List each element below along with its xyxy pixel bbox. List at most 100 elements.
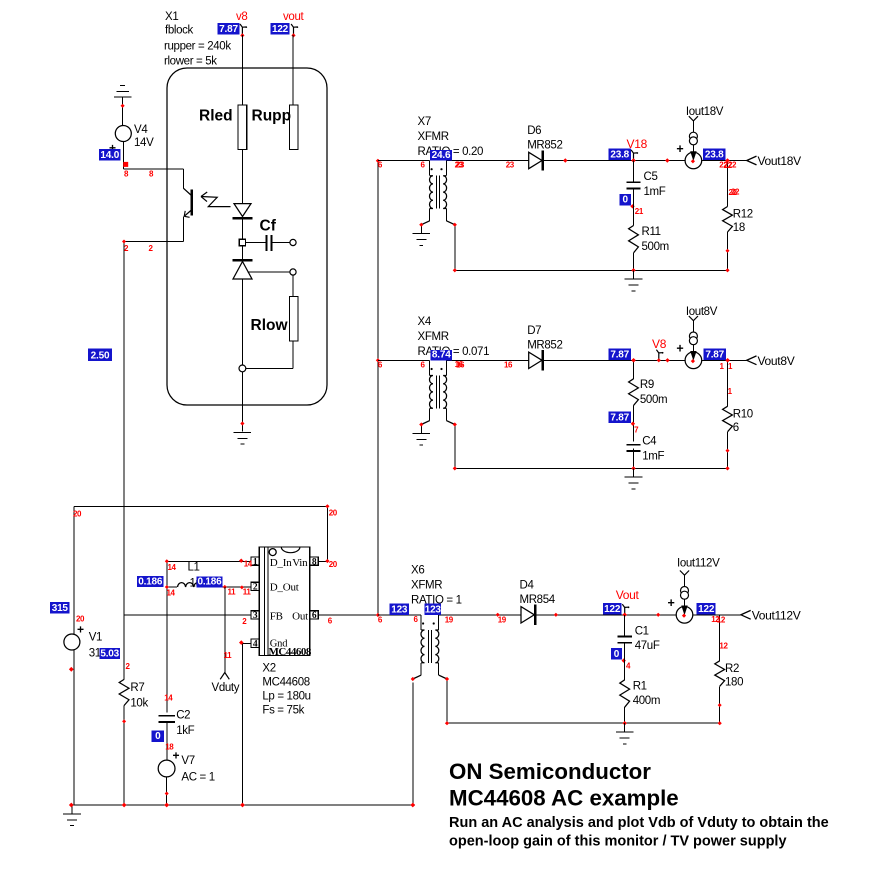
svg-text:+: +: [77, 623, 84, 637]
svg-text:1mF: 1mF: [642, 450, 664, 462]
svg-text:122: 122: [272, 24, 289, 35]
svg-text:+: +: [109, 141, 116, 155]
svg-text:R1: R1: [633, 681, 647, 693]
svg-text:0: 0: [614, 649, 620, 660]
svg-text:11: 11: [228, 588, 237, 597]
svg-text:1kF: 1kF: [176, 725, 194, 737]
svg-text:RATIO = 0.071: RATIO = 0.071: [418, 346, 490, 358]
svg-text:Cf: Cf: [260, 218, 277, 235]
svg-text:MR854: MR854: [520, 594, 556, 606]
svg-text:400m: 400m: [633, 695, 660, 707]
svg-text:7.87: 7.87: [610, 349, 629, 360]
svg-text:6: 6: [733, 422, 739, 434]
svg-text:C2: C2: [176, 710, 190, 722]
svg-text:16: 16: [456, 361, 465, 370]
svg-text:4: 4: [626, 661, 631, 670]
svg-text:MR852: MR852: [527, 339, 562, 351]
svg-text:1: 1: [253, 557, 258, 567]
svg-text:MR852: MR852: [527, 140, 562, 152]
svg-text:8.74: 8.74: [432, 350, 451, 361]
svg-text:6: 6: [378, 161, 383, 170]
svg-text:Vout18V: Vout18V: [758, 154, 802, 168]
svg-text:4: 4: [253, 640, 258, 650]
svg-text:14: 14: [167, 589, 176, 598]
svg-text:6: 6: [378, 616, 383, 625]
svg-text:11: 11: [224, 651, 233, 660]
svg-text:2: 2: [149, 244, 154, 253]
svg-text:ON Semiconductor: ON Semiconductor: [449, 759, 651, 784]
svg-text:MC44608: MC44608: [269, 646, 312, 658]
svg-text:5.03: 5.03: [100, 649, 119, 660]
svg-text:D_In: D_In: [270, 557, 293, 569]
svg-text:14: 14: [244, 559, 253, 568]
svg-text:C5: C5: [644, 171, 658, 183]
svg-text:V1: V1: [89, 632, 102, 644]
svg-text:Rlow: Rlow: [251, 317, 289, 334]
svg-text:8: 8: [312, 557, 317, 567]
svg-text:Out: Out: [292, 611, 308, 623]
svg-text:R2: R2: [725, 663, 739, 675]
svg-text:12: 12: [717, 615, 726, 624]
svg-text:+: +: [676, 342, 683, 356]
svg-text:MC44608: MC44608: [262, 677, 309, 689]
svg-text:V7: V7: [181, 755, 194, 767]
svg-text:FB: FB: [270, 611, 283, 623]
svg-text:24.6: 24.6: [432, 150, 451, 161]
svg-text:6: 6: [378, 361, 383, 370]
svg-text:X1: X1: [165, 11, 178, 23]
svg-text:1mF: 1mF: [644, 186, 666, 198]
svg-text:+: +: [668, 596, 675, 610]
svg-text:v8: v8: [236, 11, 247, 23]
svg-text:14V: 14V: [134, 137, 154, 149]
svg-text:180: 180: [725, 677, 743, 689]
svg-text:2: 2: [124, 244, 129, 253]
svg-text:X6: X6: [411, 565, 424, 577]
svg-text:500m: 500m: [640, 394, 667, 406]
svg-text:0.186: 0.186: [138, 576, 163, 587]
svg-text:XFMR: XFMR: [418, 131, 449, 143]
svg-text:XFMR: XFMR: [418, 331, 449, 343]
svg-text:Gnd: Gnd: [270, 639, 288, 650]
svg-text:7.87: 7.87: [705, 349, 724, 360]
svg-text:rlower = 5k: rlower = 5k: [164, 56, 217, 68]
svg-text:D_Out: D_Out: [270, 582, 299, 594]
svg-text:23: 23: [456, 160, 465, 169]
svg-text:R10: R10: [733, 408, 753, 420]
svg-text:22: 22: [731, 187, 740, 196]
svg-text:123: 123: [391, 604, 408, 615]
svg-text:Iout112V: Iout112V: [677, 557, 720, 569]
svg-text:C4: C4: [642, 436, 657, 448]
svg-text:16: 16: [455, 360, 464, 369]
svg-text:22: 22: [719, 161, 728, 170]
svg-text:Vout8V: Vout8V: [758, 354, 795, 368]
svg-text:+: +: [676, 142, 683, 156]
svg-text:7.87: 7.87: [219, 24, 238, 35]
svg-text:122: 122: [604, 604, 621, 615]
svg-text:V8: V8: [652, 337, 667, 351]
svg-text:Vduty: Vduty: [212, 682, 240, 694]
svg-text:V18: V18: [627, 137, 648, 151]
svg-text:14: 14: [168, 563, 177, 572]
svg-text:8: 8: [124, 170, 129, 179]
svg-text:V4: V4: [134, 124, 148, 136]
svg-text:0: 0: [155, 731, 161, 742]
svg-text:rupper = 240k: rupper = 240k: [164, 41, 231, 53]
svg-text:8: 8: [149, 170, 154, 179]
svg-text:21: 21: [635, 207, 644, 216]
svg-text:23: 23: [455, 160, 464, 169]
svg-text:18: 18: [733, 222, 745, 234]
svg-text:2: 2: [126, 662, 131, 671]
svg-text:vout: vout: [283, 11, 304, 23]
svg-text:2: 2: [242, 617, 247, 626]
svg-text:6: 6: [414, 615, 419, 624]
svg-text:47uF: 47uF: [635, 640, 660, 652]
svg-text:1: 1: [728, 362, 733, 371]
svg-text:315: 315: [52, 603, 69, 614]
svg-text:Rupp: Rupp: [252, 108, 292, 125]
svg-text:Iout18V: Iout18V: [686, 106, 724, 118]
svg-text:RATIO = 1: RATIO = 1: [411, 595, 462, 607]
svg-text:AC = 1: AC = 1: [181, 771, 214, 783]
svg-text:D6: D6: [527, 125, 541, 137]
svg-text:Fs = 75k: Fs = 75k: [262, 705, 304, 717]
svg-text:+: +: [173, 749, 180, 763]
